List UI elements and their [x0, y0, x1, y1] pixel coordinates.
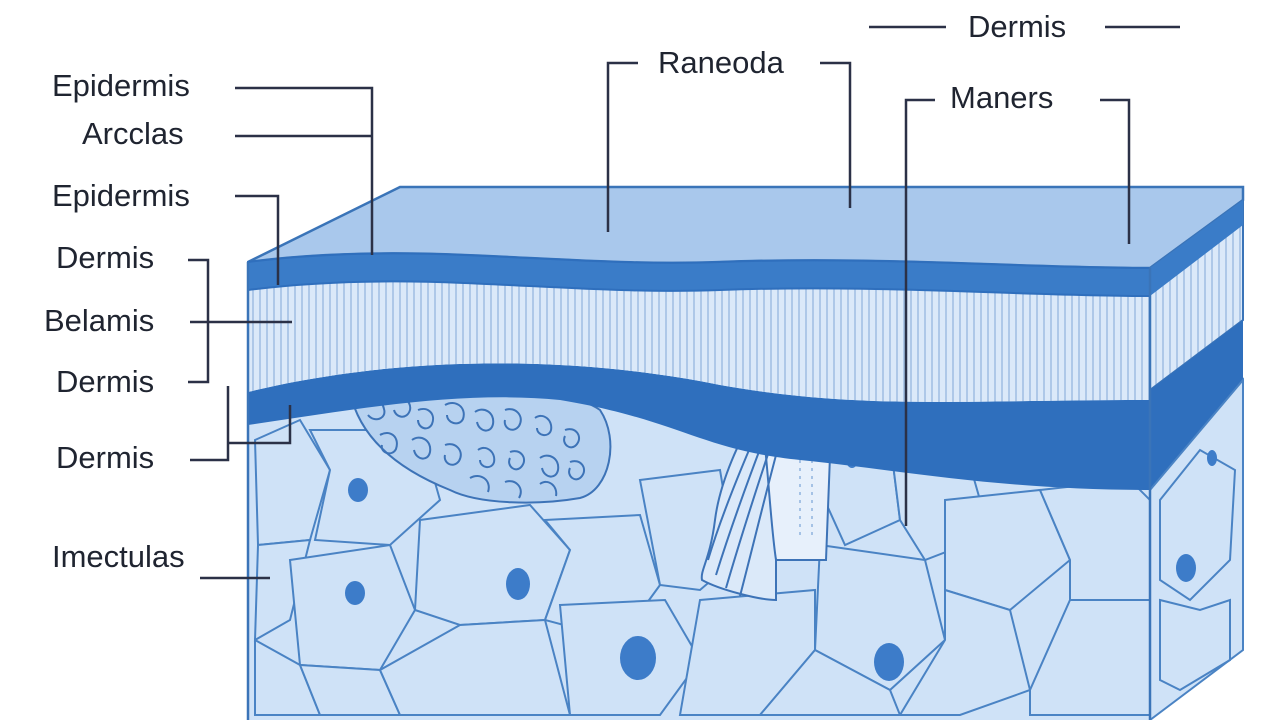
label-top-1: Raneoda — [658, 45, 785, 80]
label-left-8: Imectulas — [52, 539, 185, 574]
right-side-band-lower — [1150, 320, 1243, 490]
label-left-7: Dermis — [56, 440, 154, 475]
stratum-basale-band — [248, 363, 1150, 490]
label-left-6: Dermis — [56, 364, 154, 399]
label-left-4: Dermis — [56, 240, 154, 275]
label-left-2: Arcclas — [82, 116, 184, 151]
striated-layer — [248, 281, 1150, 402]
label-top-3: Maners — [950, 80, 1053, 115]
label-left-1: Epidermis — [52, 68, 190, 103]
leader-lines — [188, 25, 1180, 580]
gland-cluster — [348, 383, 612, 504]
label-top-2: Dermis — [968, 9, 1066, 44]
label-left-5: Belamis — [44, 303, 154, 338]
right-side-band-top — [1150, 200, 1243, 296]
label-left-3: Epidermis — [52, 178, 190, 213]
